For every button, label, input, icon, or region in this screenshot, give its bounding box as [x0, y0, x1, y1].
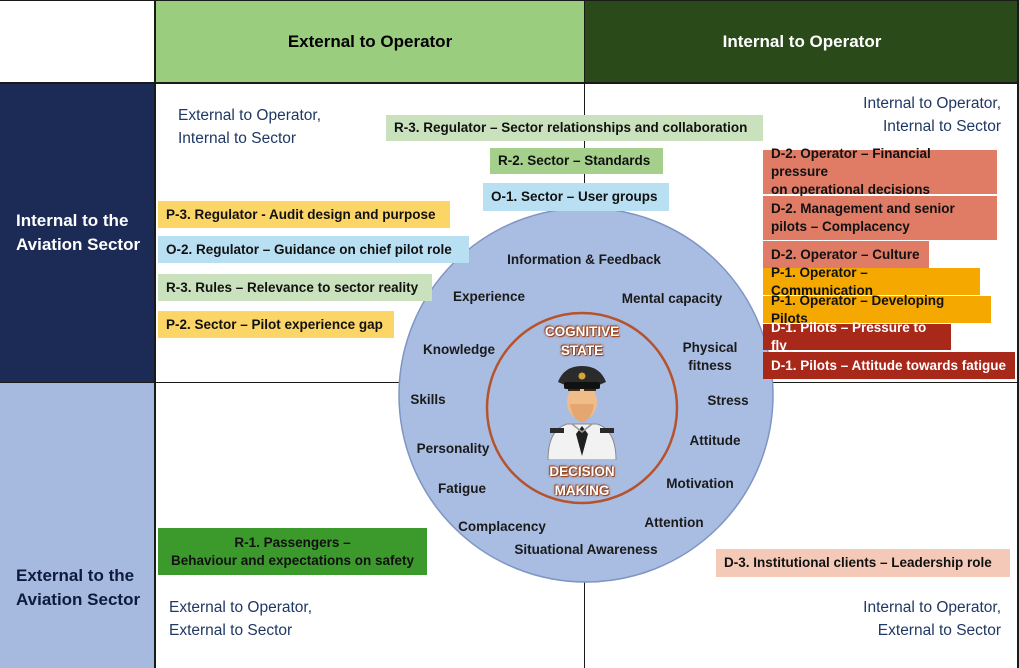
row-header-external-to-aviation-sector: External to the Aviation Sector	[0, 383, 155, 668]
tag-d1-pilots-pressure-to-fly: D-1. Pilots – Pressure to fly	[763, 320, 951, 353]
tag-d1-pilots-attitude-fatigue: D-1. Pilots – Attitude towards fatigue	[763, 352, 1015, 379]
tag-r1-passengers-behaviour: R-1. Passengers – Behaviour and expectat…	[158, 528, 427, 575]
factor-situational-awareness: Situational Awareness	[514, 542, 658, 557]
grid-line	[1017, 0, 1019, 668]
tag-p1-operator-developing-pilots: P-1. Operator – Developing Pilots	[763, 293, 991, 326]
cognitive-state-label: COGNITIVE STATE	[544, 324, 620, 358]
quadrant-label-bottom-right: Internal to Operator, External to Sector	[863, 599, 1001, 639]
factor-fatigue: Fatigue	[437, 481, 486, 496]
quadrant-label-top-left: External to Operator, Internal to Sector	[178, 107, 322, 147]
decision-making-label: DECISION MAKING	[549, 464, 615, 498]
factor-knowledge: Knowledge	[422, 342, 495, 357]
factor-stress: Stress	[707, 393, 749, 408]
factor-personality: Personality	[416, 441, 490, 456]
factor-mental-capacity: Mental capacity	[621, 291, 723, 306]
tag-o2-regulator-guidance: O-2. Regulator – Guidance on chief pilot…	[158, 236, 469, 263]
factor-physical-fitness: Physical fitness	[682, 340, 738, 373]
tag-p3-regulator-audit-design: P-3. Regulator - Audit design and purpos…	[158, 201, 450, 228]
tag-d2-operator-culture: D-2. Operator – Culture	[763, 241, 929, 268]
tag-d2-operator-financial-pressure: D-2. Operator – Financial pressure on op…	[763, 146, 997, 197]
factor-attention: Attention	[644, 515, 704, 530]
column-header-external-to-operator: External to Operator	[155, 0, 585, 83]
tag-d3-institutional-clients: D-3. Institutional clients – Leadership …	[716, 549, 1010, 577]
tag-r2-sector-standards: R-2. Sector – Standards	[490, 148, 663, 174]
tag-r3-regulator-sector-relationships: R-3. Regulator – Sector relationships an…	[386, 115, 763, 141]
tag-r3-rules-relevance: R-3. Rules – Relevance to sector reality	[158, 274, 432, 301]
grid-line	[0, 82, 1019, 84]
quadrant-label-bottom-left: External to Operator, External to Sector	[169, 599, 313, 639]
grid-line	[0, 0, 1019, 1]
factor-complacency: Complacency	[458, 519, 546, 534]
tag-p1-operator-communication: P-1. Operator – Communication	[763, 265, 980, 298]
tag-p2-sector-pilot-experience-gap: P-2. Sector – Pilot experience gap	[158, 311, 394, 338]
column-header-internal-to-operator: Internal to Operator	[585, 0, 1019, 83]
factor-experience: Experience	[452, 289, 526, 304]
tag-o1-sector-user-groups: O-1. Sector – User groups	[483, 183, 669, 211]
tag-d2-management-complacency: D-2. Management and senior pilots – Comp…	[763, 196, 997, 240]
inner-ring	[485, 311, 679, 505]
corner-cell	[0, 0, 155, 83]
quadrant-label-top-right: Internal to Operator, Internal to Sector	[863, 95, 1001, 135]
pilot-icon	[547, 366, 617, 460]
row-header-internal-to-aviation-sector: Internal to the Aviation Sector	[0, 83, 155, 383]
factor-information-feedback: Information & Feedback	[507, 252, 661, 267]
factor-attitude: Attitude	[689, 433, 741, 448]
factor-skills: Skills	[410, 392, 446, 407]
grid-line	[154, 0, 156, 668]
factor-motivation: Motivation	[666, 476, 734, 491]
